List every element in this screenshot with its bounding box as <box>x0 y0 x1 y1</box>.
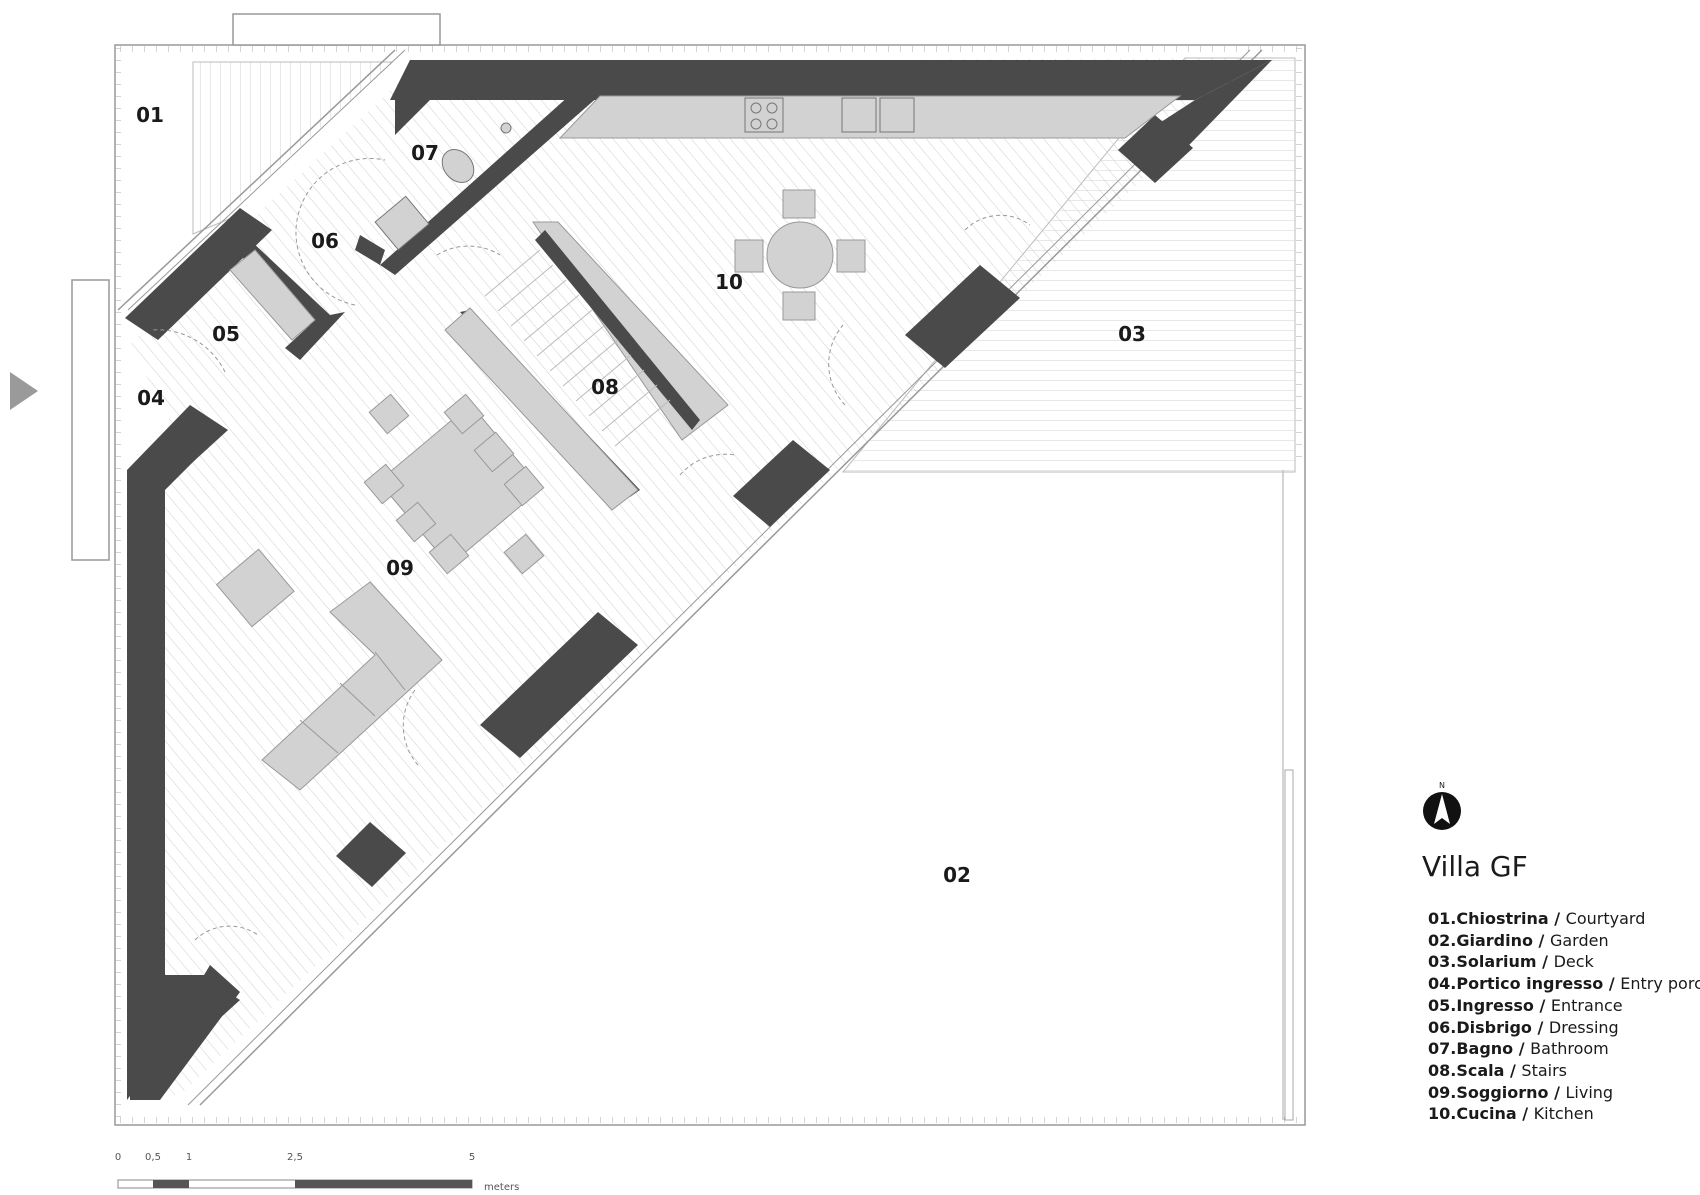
legend-translation: Dressing <box>1548 1017 1619 1037</box>
legend-translation: Courtyard <box>1565 909 1646 928</box>
legend-item: 03.Solarium / Deck <box>1428 952 1594 972</box>
legend-name: Scala <box>1456 1060 1505 1080</box>
room-label-10: 10 <box>715 270 743 294</box>
legend-code: 06 <box>1428 1017 1451 1037</box>
legend-item: 06.Disbrigo / Dressing <box>1428 1017 1619 1037</box>
legend-translation: Garden <box>1549 930 1609 950</box>
legend-translation: Entrance <box>1550 995 1623 1015</box>
scale-unit: meters <box>484 1182 519 1193</box>
boundary-ticks-left <box>115 48 121 1122</box>
pier-4 <box>480 612 638 758</box>
shower-icon <box>500 122 512 134</box>
toilet-icon <box>441 149 475 183</box>
scale-tick-0: 0 <box>115 1152 121 1163</box>
scale-tick-2-5: 2,5 <box>287 1152 303 1163</box>
pier-6 <box>130 965 240 1100</box>
legend-translation: Bathroom <box>1530 1039 1609 1059</box>
sink-icon-2 <box>879 97 915 133</box>
pier-2 <box>905 265 1020 368</box>
legend-name: Giardino <box>1456 930 1533 950</box>
room-label-01: 01 <box>136 103 164 127</box>
top-canopy <box>232 13 441 46</box>
legend-name: Chiostrina <box>1456 909 1549 928</box>
legend-code: 10 <box>1428 1104 1451 1124</box>
wall-bathroom-west <box>395 100 430 135</box>
round-table <box>766 221 834 289</box>
scale-bar: 0 0,5 1 2,5 5 meters <box>115 1152 519 1193</box>
room-label-04: 04 <box>137 386 165 410</box>
north-arrow-icon: N <box>1423 781 1461 830</box>
legend-name: Solarium <box>1456 952 1537 972</box>
entry-arrow-icon <box>10 372 38 410</box>
door-swings <box>151 157 1031 941</box>
kitchen-chairs <box>734 189 866 321</box>
sofa <box>261 581 443 791</box>
legend-item: 10.Cucina / Kitchen <box>1428 1104 1594 1124</box>
legend-item: 09.Soggiorno / Living <box>1428 1082 1614 1102</box>
legend-translation: Stairs <box>1521 1060 1568 1080</box>
legend-translation: Deck <box>1553 952 1594 972</box>
wall-bath-stub <box>355 235 385 265</box>
pier-5 <box>336 822 406 887</box>
room-label-07: 07 <box>411 141 439 165</box>
legend-item: 05.Ingresso / Entrance <box>1428 995 1623 1015</box>
legend-item: 07.Bagno / Bathroom <box>1428 1039 1609 1059</box>
wall-north-main <box>395 60 1272 100</box>
room-label-03: 03 <box>1118 322 1146 346</box>
legend-translation: Entry porch <box>1620 974 1700 994</box>
cooktop-icon <box>744 97 784 133</box>
north-label: N <box>1439 781 1445 790</box>
solarium-deck <box>841 57 1296 473</box>
room-label-05: 05 <box>212 322 240 346</box>
pier-3 <box>733 440 830 527</box>
room-label-02: 02 <box>943 863 971 887</box>
washbasin-icon <box>374 195 430 251</box>
wall-west-inner <box>127 405 240 1100</box>
stair-treads <box>484 249 671 447</box>
legend-translation: Living <box>1565 1082 1614 1102</box>
wall-bath-east <box>380 95 600 275</box>
legend-item: 08.Scala / Stairs <box>1428 1060 1568 1080</box>
legend-code: 02 <box>1428 930 1451 950</box>
room-legend: 01.Chiostrina / Courtyard 02.Giardino / … <box>1428 908 1700 1125</box>
wall-entrance-north <box>125 208 272 340</box>
boundary-ticks-top <box>118 46 1300 52</box>
legend-code: 04 <box>1428 974 1451 994</box>
dressing-cabinet <box>229 249 316 341</box>
scale-tick-5: 5 <box>469 1152 475 1163</box>
legend-name: Cucina <box>1456 1104 1517 1124</box>
entry-canopy <box>71 279 110 561</box>
legend-name: Portico ingresso <box>1456 974 1604 994</box>
project-title: Villa GF <box>1422 850 1528 883</box>
armchair <box>215 548 295 628</box>
legend-code: 03 <box>1428 952 1451 972</box>
legend-item: 02.Giardino / Garden <box>1428 930 1609 950</box>
legend-code: 09 <box>1428 1082 1451 1102</box>
room-label-06: 06 <box>311 229 339 253</box>
room-label-09: 09 <box>386 556 414 580</box>
legend-translation: Kitchen <box>1533 1104 1594 1124</box>
scale-tick-0-5: 0,5 <box>145 1152 161 1163</box>
legend-name: Bagno <box>1456 1039 1514 1059</box>
room-label-08: 08 <box>591 375 619 399</box>
legend-item: 04.Portico ingresso / Entry porch <box>1428 973 1700 995</box>
boundary-ticks-right <box>1296 48 1302 468</box>
sink-icon <box>841 97 877 133</box>
legend-name: Disbrigo <box>1456 1017 1532 1037</box>
scale-tick-1: 1 <box>186 1152 192 1163</box>
legend-code: 05 <box>1428 995 1451 1015</box>
legend-code: 01 <box>1428 909 1451 928</box>
dining-chairs <box>363 393 545 575</box>
stair-counter <box>444 307 639 511</box>
legend-name: Ingresso <box>1456 995 1534 1015</box>
stair-wall-2 <box>535 230 700 430</box>
boundary-ticks-bottom <box>118 1117 1300 1123</box>
legend-name: Soggiorno <box>1456 1082 1549 1102</box>
legend-code: 07 <box>1428 1039 1451 1059</box>
corridor-floor <box>225 62 420 225</box>
legend-code: 08 <box>1428 1060 1451 1080</box>
legend-item: 01.Chiostrina / Courtyard <box>1428 909 1646 928</box>
pier-1 <box>1118 115 1193 183</box>
